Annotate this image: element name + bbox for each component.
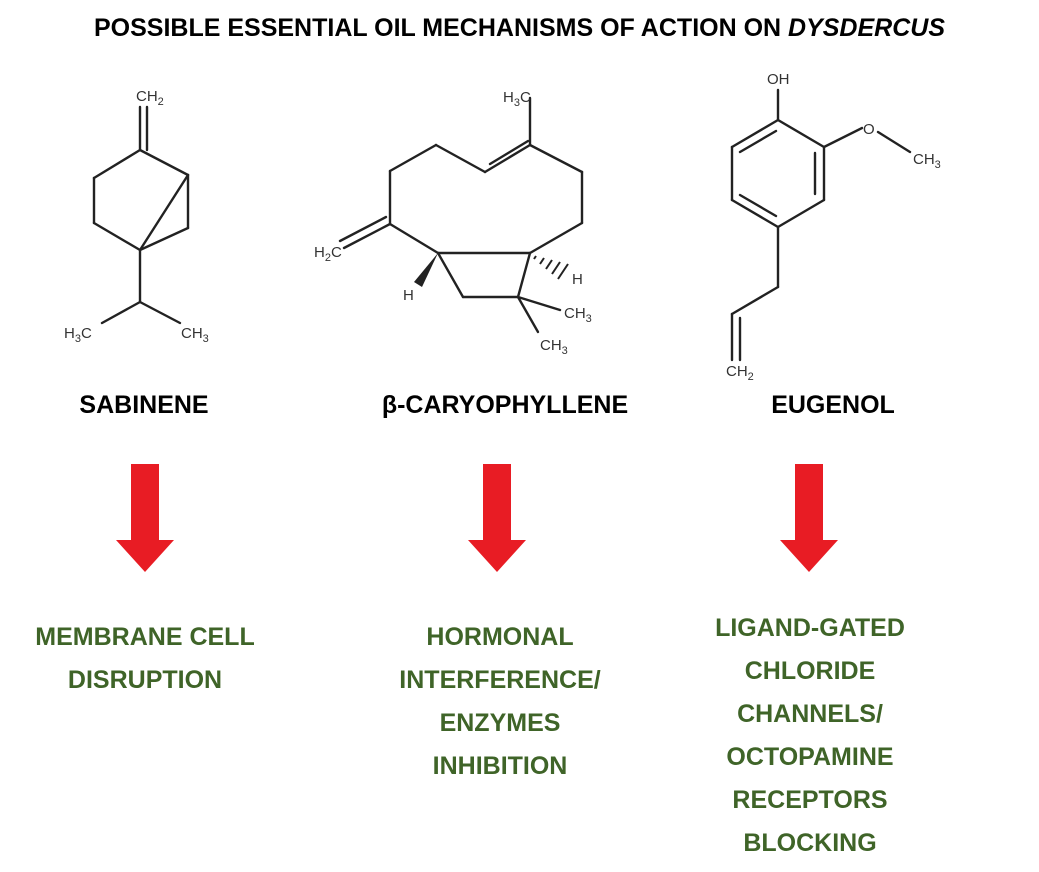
mechanism-line: BLOCKING bbox=[743, 829, 877, 857]
sabinene-structure: CH2 H3C CH3 bbox=[64, 88, 209, 345]
title-prefix: POSSIBLE ESSENTIAL OIL MECHANISMS OF ACT… bbox=[93, 14, 789, 42]
compound-name-eugenol: EUGENOL bbox=[771, 391, 895, 419]
mechanism-line: HORMONAL bbox=[426, 623, 574, 651]
caryophyllene-structure: H3C H2C H H CH3 CH3 bbox=[314, 89, 592, 357]
mechanism-line: MEMBRANE CELL bbox=[35, 623, 255, 651]
mechanism-line: INTERFERENCE/ bbox=[399, 666, 601, 694]
mechanism-sabinene: MEMBRANE CELL DISRUPTION bbox=[0, 616, 290, 702]
compound-name-sabinene: SABINENE bbox=[79, 391, 209, 419]
diagram-title: POSSIBLE ESSENTIAL OIL MECHANISMS OF ACT… bbox=[0, 14, 1039, 43]
caryophyllene-h-left-label: H bbox=[403, 287, 414, 304]
mechanism-line: OCTOPAMINE bbox=[726, 743, 894, 771]
caryophyllene-ch3-a-label: CH3 bbox=[564, 305, 592, 325]
mechanism-line: LIGAND-GATED bbox=[715, 614, 905, 642]
sabinene-ch2-label: CH2 bbox=[136, 88, 164, 108]
caryophyllene-h2c-label: H2C bbox=[314, 244, 342, 264]
mechanism-line: CHLORIDE bbox=[744, 657, 876, 685]
mechanism-line: DISRUPTION bbox=[67, 666, 223, 694]
sabinene-ch3-label: CH3 bbox=[181, 325, 209, 345]
eugenol-oh-label: OH bbox=[767, 71, 790, 88]
mechanism-line: INHIBITION bbox=[432, 752, 568, 780]
mechanism-line: ENZYMES bbox=[439, 709, 561, 737]
down-arrow-icon bbox=[780, 464, 838, 572]
mechanism-line: CHANNELS/ bbox=[737, 700, 883, 728]
eugenol-o-label: O bbox=[863, 121, 875, 138]
sabinene-h3c-label: H3C bbox=[64, 325, 92, 345]
mechanism-line: RECEPTORS bbox=[732, 786, 888, 814]
chemical-structures: CH2 H3C CH3 bbox=[64, 71, 941, 383]
caryophyllene-ch3-b-label: CH3 bbox=[540, 337, 568, 357]
title-emphasis: DYSDERCUS bbox=[788, 14, 946, 42]
eugenol-ch2-label: CH2 bbox=[726, 363, 754, 383]
down-arrow-icon bbox=[116, 464, 174, 572]
mechanism-eugenol: LIGAND-GATED CHLORIDE CHANNELS/ OCTOPAMI… bbox=[660, 607, 960, 865]
down-arrow-icon bbox=[468, 464, 526, 572]
eugenol-ch3-label: CH3 bbox=[913, 151, 941, 171]
eugenol-structure: OH O CH3 CH2 bbox=[726, 71, 941, 383]
compound-name-caryophyllene: β-CARYOPHYLLENE bbox=[381, 391, 629, 419]
mechanism-caryophyllene: HORMONAL INTERFERENCE/ ENZYMES INHIBITIO… bbox=[350, 616, 650, 788]
caryophyllene-h-right-label: H bbox=[572, 271, 583, 288]
caryophyllene-h3c-label: H3C bbox=[503, 89, 531, 109]
